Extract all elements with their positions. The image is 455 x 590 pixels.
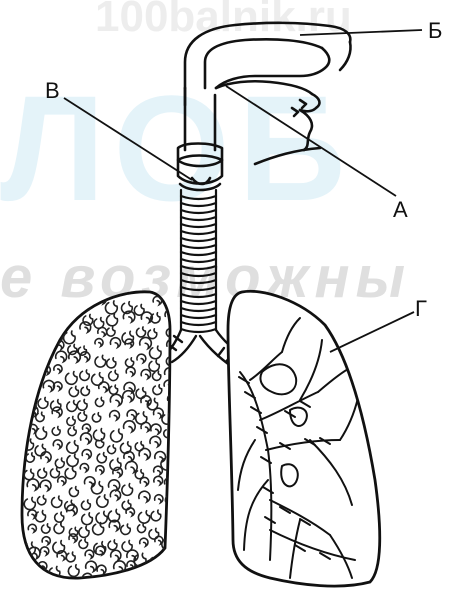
alveolus [169, 434, 181, 445]
right-lung [228, 291, 380, 586]
trachea-ring [181, 259, 216, 262]
alveolus [29, 577, 41, 588]
alveolus [163, 570, 174, 582]
alveolus [69, 581, 78, 590]
alveolus [41, 325, 49, 333]
alveolus [25, 566, 34, 574]
trachea-ring [181, 252, 216, 255]
label-g: Г [415, 296, 427, 322]
alveolus [50, 314, 60, 325]
alveolus [151, 563, 162, 573]
alveolus [23, 333, 31, 342]
alveolus [97, 584, 105, 590]
label-b: Б [428, 18, 442, 44]
trachea-ring [181, 238, 216, 241]
trachea-ring [181, 217, 216, 220]
trachea-ring [181, 210, 216, 213]
leader-a [226, 86, 396, 196]
alveolus [67, 299, 77, 310]
alveolus [35, 583, 46, 590]
alveolus [170, 574, 180, 583]
alveolus [107, 582, 115, 590]
trachea-ring [181, 231, 216, 234]
alveolus [27, 355, 38, 365]
alveolus [166, 297, 174, 305]
trachea-ring [181, 301, 216, 304]
trachea-ring [181, 196, 216, 199]
alveolus [41, 309, 52, 319]
leader-v [64, 98, 192, 180]
alveolus [40, 298, 48, 306]
alveolus [138, 576, 146, 584]
label-a: А [393, 197, 408, 223]
alveolus [168, 467, 177, 476]
alveolus [66, 310, 77, 320]
label-v: В [45, 78, 60, 104]
trachea-ring [181, 294, 216, 297]
trachea-ring [181, 266, 216, 269]
trachea [181, 190, 216, 332]
trachea-ring [181, 329, 216, 332]
alveolus [23, 318, 33, 329]
alveolus [41, 339, 49, 347]
trachea-ring [181, 308, 216, 311]
trachea-ring [181, 315, 216, 318]
leader-b [300, 30, 422, 35]
left-lung [22, 292, 181, 590]
alveolus [27, 372, 35, 381]
nasal-cavity [185, 23, 351, 164]
trachea-ring [181, 203, 216, 206]
alveolus [81, 299, 91, 310]
leader-g [330, 312, 414, 352]
alveolus [164, 548, 175, 559]
alveolus [167, 506, 177, 515]
trachea-ring [181, 224, 216, 227]
trachea-ring [181, 322, 216, 325]
trachea-ring [181, 245, 216, 248]
alveolus [167, 522, 176, 531]
trachea-ring [181, 280, 216, 283]
alveolus [124, 580, 136, 590]
alveolus [23, 385, 32, 395]
trachea-ring [181, 287, 216, 290]
alveolus [25, 341, 35, 352]
trachea-ring [181, 273, 216, 276]
alveolus [135, 569, 143, 578]
alveolus [151, 578, 162, 589]
alveolus [53, 577, 63, 587]
alveolus [25, 302, 33, 311]
alveolus [55, 297, 64, 306]
